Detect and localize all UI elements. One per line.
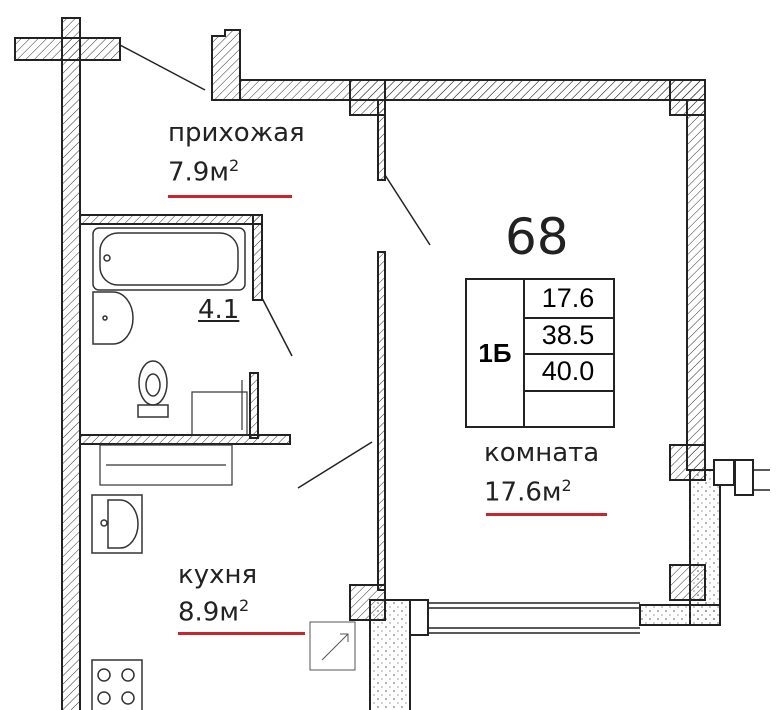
total-area: 38.5 (523, 317, 613, 355)
bath-wall-top (79, 214, 263, 225)
bathtub-icon (92, 227, 246, 291)
apartment-type: 1Б (467, 280, 525, 426)
door-swings (119, 44, 431, 489)
empty-row (523, 390, 613, 426)
wall-left (61, 17, 81, 710)
living-area: 17.6 (523, 280, 613, 319)
toilet-icon (137, 360, 169, 418)
bathroom-area: 4.1 (198, 295, 240, 325)
window (428, 469, 770, 634)
ventilation-grille-icon (99, 444, 233, 486)
partition-kitchen-room (377, 251, 386, 591)
kitchen-sink-icon (91, 494, 143, 554)
room-name-hallway: прихожая (168, 118, 305, 148)
room-area-kitchen: 8.9м2 (178, 596, 250, 628)
entry-arrow-icon (309, 621, 356, 671)
washing-machine-icon (191, 380, 248, 436)
apartment-number: 68 (505, 208, 569, 266)
area-with-balcony: 40.0 (523, 353, 613, 392)
wall-right (686, 99, 706, 471)
wall-top-main (239, 79, 706, 101)
room-name-room: комната (484, 438, 600, 468)
info-table: 1Б 17.6 38.5 40.0 (465, 278, 615, 428)
wall-top-left (14, 37, 121, 61)
wall-balcony-bottom (639, 604, 721, 626)
bath-wall-stub (249, 372, 259, 439)
room-area-room: 17.6м2 (484, 476, 572, 508)
bath-wall-right (252, 214, 263, 301)
bath-wall-bottom (79, 434, 291, 445)
underline-kitchen (178, 632, 305, 635)
wall-balcony-right (689, 469, 721, 626)
stove-icon (91, 659, 143, 710)
underline-room (486, 513, 607, 516)
underline-hallway (168, 195, 292, 198)
room-name-kitchen: кухня (178, 560, 258, 590)
sink-icon (92, 291, 134, 345)
room-area-hallway: 7.9м2 (168, 156, 240, 188)
